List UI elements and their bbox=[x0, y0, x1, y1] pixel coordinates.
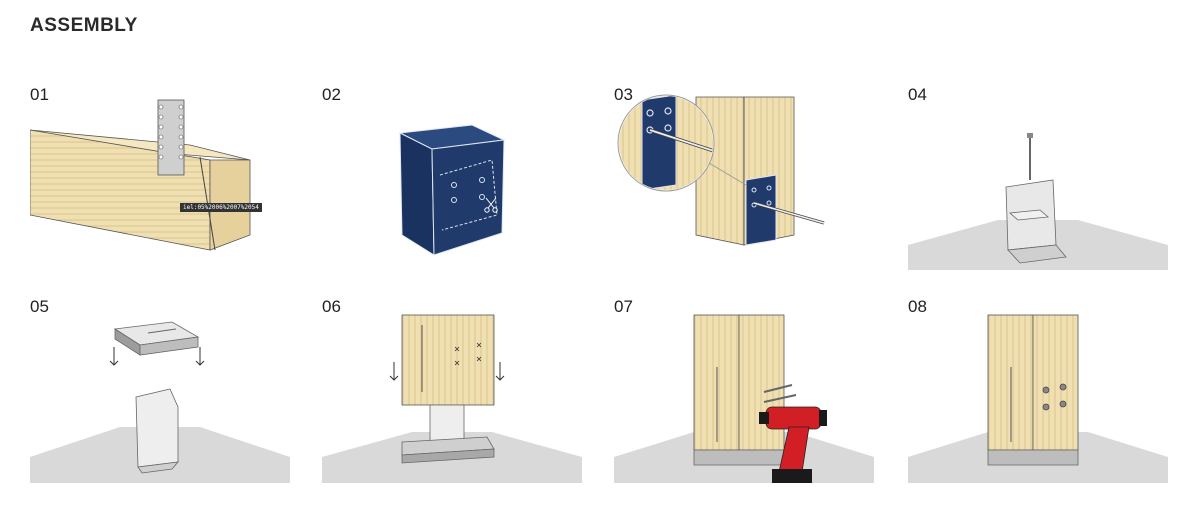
step-number: 04 bbox=[908, 85, 927, 104]
scissors-icon bbox=[484, 197, 498, 213]
step-05: 05 bbox=[30, 297, 292, 497]
template-sheet-illustration bbox=[398, 124, 506, 256]
base-plate-placement-illustration bbox=[30, 321, 290, 483]
drill-icon bbox=[759, 406, 827, 483]
step-04: 04 bbox=[908, 85, 1170, 270]
step-number: 06 bbox=[322, 297, 341, 316]
step-number: 01 bbox=[30, 85, 49, 104]
step-01: 01 iel:05%2006%2007%2054 bbox=[30, 85, 292, 255]
beam-with-plate-illustration bbox=[30, 99, 251, 251]
page-title: ASSEMBLY bbox=[30, 15, 138, 36]
finished-post-illustration bbox=[908, 314, 1168, 483]
step-03: 03 bbox=[614, 85, 876, 260]
step-07: 07 bbox=[614, 297, 876, 497]
arrow-down-icon bbox=[389, 362, 505, 381]
step-number: 05 bbox=[30, 297, 49, 316]
step-number: 02 bbox=[322, 85, 341, 104]
step-number: 08 bbox=[908, 297, 927, 316]
post-marking-illustration bbox=[617, 94, 825, 246]
step-08: 08 bbox=[908, 297, 1170, 497]
post-lowering-illustration bbox=[322, 314, 582, 483]
step-06: 06 bbox=[322, 297, 584, 497]
step-number: 07 bbox=[614, 297, 633, 316]
drilling-and-bolting-illustration bbox=[614, 314, 874, 483]
step-02: 02 bbox=[322, 85, 584, 260]
bracket-and-screw-illustration bbox=[908, 133, 1168, 270]
step-number: 03 bbox=[614, 85, 633, 104]
dimension-callout: iel:05%2006%2007%2054 bbox=[180, 203, 262, 212]
arrow-down-icon bbox=[109, 347, 205, 366]
